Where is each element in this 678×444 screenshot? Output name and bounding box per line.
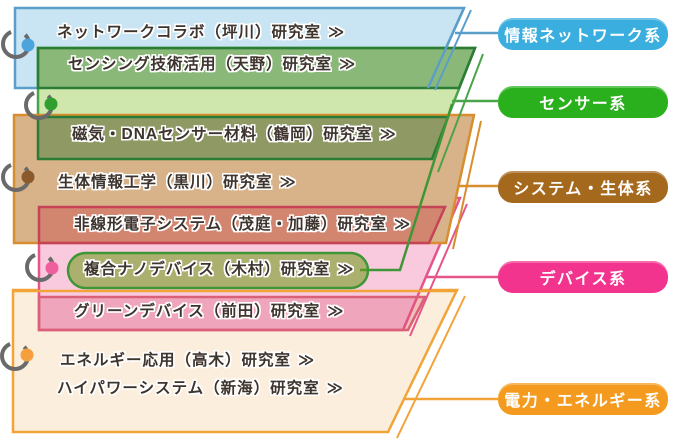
chevron-icon: ≫ (339, 56, 357, 73)
lab-label: エネルギー応用（高木）研究室 (60, 352, 292, 369)
tag-ring-icon (23, 90, 54, 120)
category-pill-info-network[interactable]: 情報ネットワーク系 (498, 18, 668, 50)
chevron-icon: ≫ (298, 352, 316, 369)
lab-item-energy-application[interactable]: エネルギー応用（高木）研究室 ≫ (60, 350, 315, 372)
lab-label: センシング技術活用（天野）研究室 (68, 56, 333, 73)
tag-ring-dot (20, 348, 34, 362)
sensor-slant-echo-line (437, 53, 484, 173)
chevron-icon: ≫ (279, 174, 297, 191)
lab-label: 磁気・DNAセンサー材料（鶴岡）研究室 (72, 126, 373, 143)
lab-item-bio-info[interactable]: 生体情報工学（黒川）研究室 ≫ (58, 172, 297, 194)
lab-label: ネットワークコラボ（坪川）研究室 (57, 24, 322, 41)
category-pill-system-bio[interactable]: システム・生体系 (498, 171, 668, 203)
nonlinear-band-shape (37, 205, 447, 245)
chevron-icon: ≫ (328, 24, 346, 41)
tag-ring-dot (21, 170, 35, 184)
green-device-band-shape (37, 295, 428, 332)
tag-ring-icon (0, 28, 32, 59)
chevron-icon: ≫ (327, 303, 345, 320)
lab-label: 非線形電子システム（茂庭・加藤）研究室 (74, 216, 388, 233)
capsule-shape (66, 251, 370, 290)
tag-ring-dot (44, 97, 58, 111)
lab-item-high-power-system[interactable]: ハイパワーシステム（新海）研究室 ≫ (57, 378, 344, 400)
magnetic-band-shape (36, 115, 450, 161)
chevron-icon: ≫ (379, 126, 397, 143)
system-bio-tag-shape (12, 113, 476, 245)
lab-label: 生体情報工学（黒川）研究室 (58, 174, 273, 191)
lab-label: ハイパワーシステム（新海）研究室 (57, 380, 320, 397)
lab-item-nano-device[interactable]: 複合ナノデバイス（木村）研究室 ≫ (84, 259, 355, 281)
sensing-band-shape (36, 46, 477, 90)
capsule-to-sensor-connector-line (360, 103, 454, 272)
lab-item-sensing-tech[interactable]: センシング技術活用（天野）研究室 ≫ (68, 54, 356, 76)
chevron-icon: ≫ (326, 380, 344, 397)
chevron-icon: ≫ (337, 261, 355, 278)
category-pill-power-energy[interactable]: 電力・エネルギー系 (498, 383, 668, 415)
lab-label: 複合ナノデバイス（木村）研究室 (84, 261, 331, 278)
category-pill-device[interactable]: デバイス系 (498, 261, 668, 293)
tag-ring-dot (45, 261, 59, 275)
lab-item-green-device[interactable]: グリーンデバイス（前田）研究室 ≫ (74, 301, 345, 323)
tag-ring-icon (0, 162, 32, 192)
info-network-slant-echo-line (434, 9, 472, 91)
lab-item-network-collab[interactable]: ネットワークコラボ（坪川）研究室 ≫ (57, 22, 345, 44)
tag-ring-icon (0, 341, 31, 371)
tag-ring-icon (24, 252, 55, 282)
chevron-icon: ≫ (394, 216, 412, 233)
power-energy-slant-echo-line (396, 295, 466, 439)
lab-item-magnetic-dna-sensor[interactable]: 磁気・DNAセンサー材料（鶴岡）研究室 ≫ (72, 124, 397, 146)
lab-label: グリーンデバイス（前田）研究室 (74, 303, 321, 320)
tag-ring-dot (21, 38, 35, 52)
category-pill-sensor[interactable]: センサー系 (498, 86, 668, 118)
lab-item-nonlinear-electronics[interactable]: 非線形電子システム（茂庭・加藤）研究室 ≫ (74, 214, 411, 236)
info-network-slant-line (426, 7, 466, 89)
